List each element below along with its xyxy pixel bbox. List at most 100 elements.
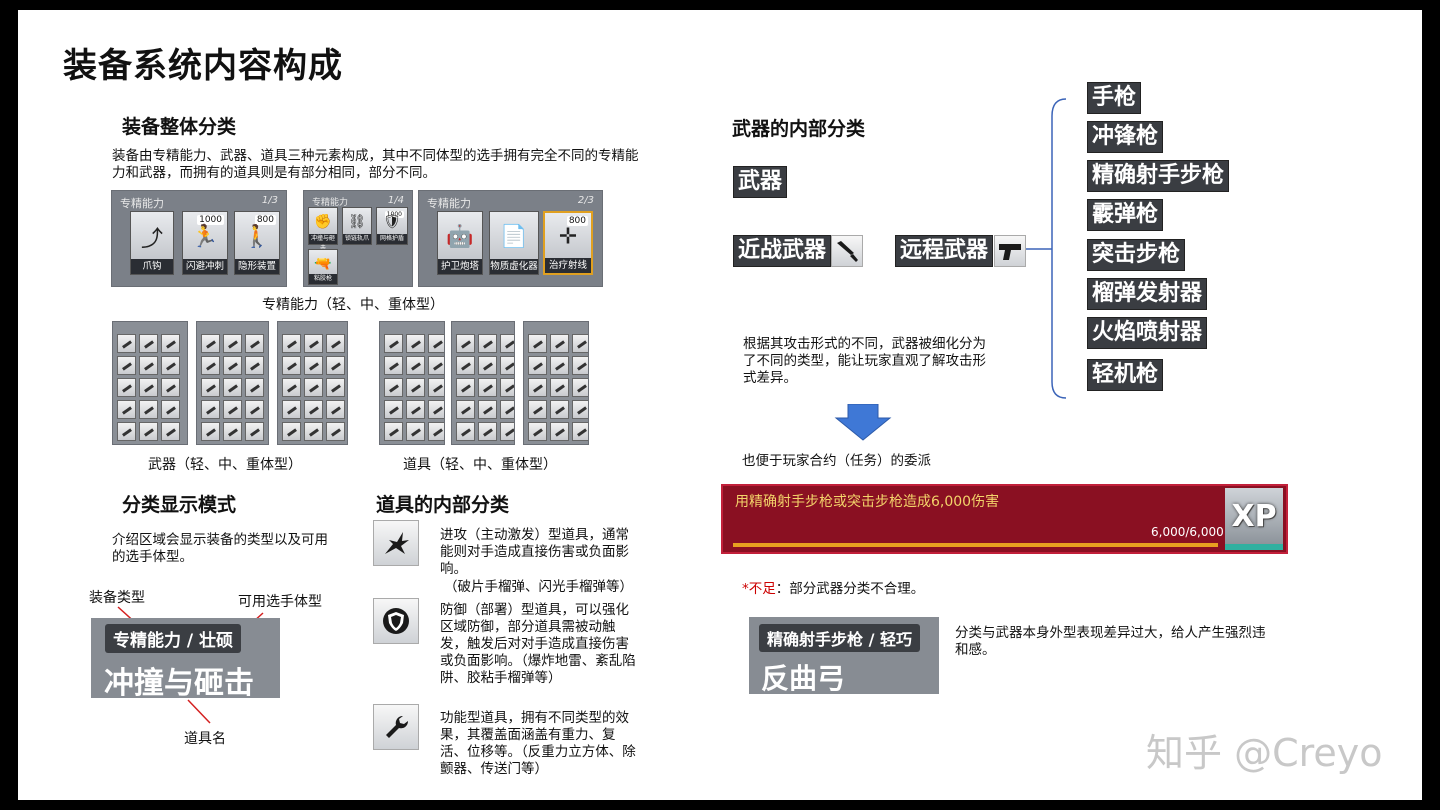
weapon-type-bracket [1026, 98, 1067, 399]
inventory-cell [428, 356, 444, 375]
inventory-cell [406, 422, 425, 441]
weapon-grid-medium [196, 321, 269, 445]
inventory-cell [139, 422, 158, 441]
ability-card: 🔫粘胶枪 [308, 249, 338, 285]
item-utility-desc: 功能型道具，拥有不同类型的效果，其覆盖面涵盖有重力、复活、位移等。（反重力立方体… [440, 710, 636, 777]
inventory-cell [223, 378, 242, 397]
inventory-cell [245, 378, 264, 397]
ability-card: 1000🛡网格护盾 [376, 207, 408, 245]
inventory-cell [304, 334, 323, 353]
inventory-cell [428, 422, 444, 441]
inventory-cell [223, 334, 242, 353]
weapons-benefit: 也便于玩家合约（任务）的委派 [742, 453, 931, 469]
inventory-cell [304, 400, 323, 419]
flaw-desc: 分类与武器本身外型表现差异过大，给人产生强烈违和感。 [955, 625, 1266, 658]
inventory-cell [478, 378, 497, 397]
ranged-weapon-tag: 远程武器 [895, 235, 994, 267]
inventory-cell [478, 422, 497, 441]
inventory-cell [456, 356, 475, 375]
inventory-cell [478, 356, 497, 375]
inventory-cell [304, 356, 323, 375]
inventory-cell [282, 334, 301, 353]
inventory-cell [528, 400, 547, 419]
knife-icon [831, 235, 863, 267]
inventory-cell [245, 400, 264, 419]
ability-panel-medium: 专精能力 1/4 ✊冲撞与砸击 ⛓锁链轨爪 1000🛡网格护盾 🔫粘胶枪 [303, 190, 413, 287]
explosion-icon [373, 520, 419, 566]
display-mode-desc: 介绍区域会显示装备的类型以及可用的选手体型。 [112, 532, 328, 565]
weapons-heading: 武器的内部分类 [732, 118, 866, 140]
inventory-cell [500, 356, 514, 375]
ability-card: 800🚶隐形装置 [234, 211, 280, 275]
ability-card: ⤴爪钩 [130, 211, 174, 275]
inventory-cell [304, 422, 323, 441]
inventory-cell [161, 334, 180, 353]
shield-icon [373, 598, 419, 644]
display-mode-heading: 分类显示模式 [122, 494, 237, 516]
inventory-cell [326, 356, 345, 375]
xp-badge: XP [1225, 488, 1283, 550]
dematerializer-icon: 📄 [500, 224, 528, 250]
inventory-cell [139, 334, 158, 353]
inventory-cell [572, 422, 588, 441]
inventory-cell [456, 422, 475, 441]
down-arrow-icon [834, 404, 892, 441]
weapon-type-tag: 榴弹发射器 [1087, 278, 1208, 310]
inventory-cell [326, 334, 345, 353]
contract-text: 用精确射手步枪或突击步枪造成6,000伤害 [735, 494, 1000, 510]
watermark: 知乎 @Creyo [1146, 731, 1383, 775]
inventory-cell [139, 400, 158, 419]
item-grid-heavy [523, 321, 589, 445]
flaw-line: *不足：部分武器分类不合理。 [742, 581, 924, 598]
chain-icon: ⛓ [348, 214, 366, 231]
inventory-cell [528, 356, 547, 375]
inventory-cell [223, 400, 242, 419]
weapon-caption: 武器（轻、中、重体型） [148, 457, 302, 473]
overview-desc: 装备由专精能力、武器、道具三种元素构成，其中不同体型的选手拥有完全不同的专精能力… [112, 148, 639, 181]
weapon-type-tag: 手枪 [1087, 82, 1142, 114]
item-grid-medium [451, 321, 515, 445]
inventory-cell [384, 356, 403, 375]
inventory-cell [406, 400, 425, 419]
flaw-type-tag: 精确射手步枪 / 轻巧 [759, 624, 920, 652]
callout-equipment-type: 装备类型 [89, 590, 145, 606]
inventory-cell [139, 356, 158, 375]
items-heading: 道具的内部分类 [376, 494, 510, 516]
contract-progress-fill [733, 543, 1218, 547]
weapon-root-tag: 武器 [733, 166, 788, 198]
ability-card: 🤖护卫炮塔 [437, 211, 483, 275]
inventory-cell [201, 334, 220, 353]
inventory-cell [326, 400, 345, 419]
inventory-cell [304, 378, 323, 397]
dash-icon: 🏃 [191, 224, 219, 250]
inventory-cell [139, 378, 158, 397]
callout-body-type: 可用选手体型 [238, 594, 322, 610]
inventory-cell [282, 378, 301, 397]
ability-panel-light: 专精能力 1/3 ⤴爪钩 1000🏃闪避冲刺 800🚶隐形装置 [111, 190, 287, 287]
inventory-cell [161, 356, 180, 375]
inventory-cell [161, 422, 180, 441]
flaw-weapon-name: 反曲弓 [761, 662, 846, 695]
contract-progress-text: 6,000/6,000 [1151, 525, 1224, 539]
weapon-type-tag: 火焰喷射器 [1087, 317, 1208, 349]
inventory-cell [117, 356, 136, 375]
inventory-cell [201, 356, 220, 375]
inventory-cell [223, 356, 242, 375]
inventory-cell [201, 378, 220, 397]
ability-card: 📄物质虚化器 [489, 211, 539, 275]
inventory-cell [456, 400, 475, 419]
ability-card: ⛓锁链轨爪 [342, 207, 372, 245]
barrier-icon: 🛡 [383, 214, 401, 231]
item-caption: 道具（轻、中、重体型） [403, 457, 557, 473]
sample-type-tag: 专精能力 / 壮硕 [105, 624, 242, 653]
item-defense-desc: 防御（部署）型道具，可以强化区域防御，部分道具需被动触发，触发后对对手造成直接伤… [440, 602, 636, 686]
goo-gun-icon: 🔫 [314, 255, 332, 272]
inventory-cell [117, 400, 136, 419]
inventory-cell [572, 334, 588, 353]
inventory-cell [282, 356, 301, 375]
page-title: 装备系统内容构成 [63, 46, 343, 86]
inventory-cell [528, 378, 547, 397]
turret-icon: 🤖 [446, 224, 474, 250]
inventory-cell [528, 422, 547, 441]
inventory-cell [161, 400, 180, 419]
